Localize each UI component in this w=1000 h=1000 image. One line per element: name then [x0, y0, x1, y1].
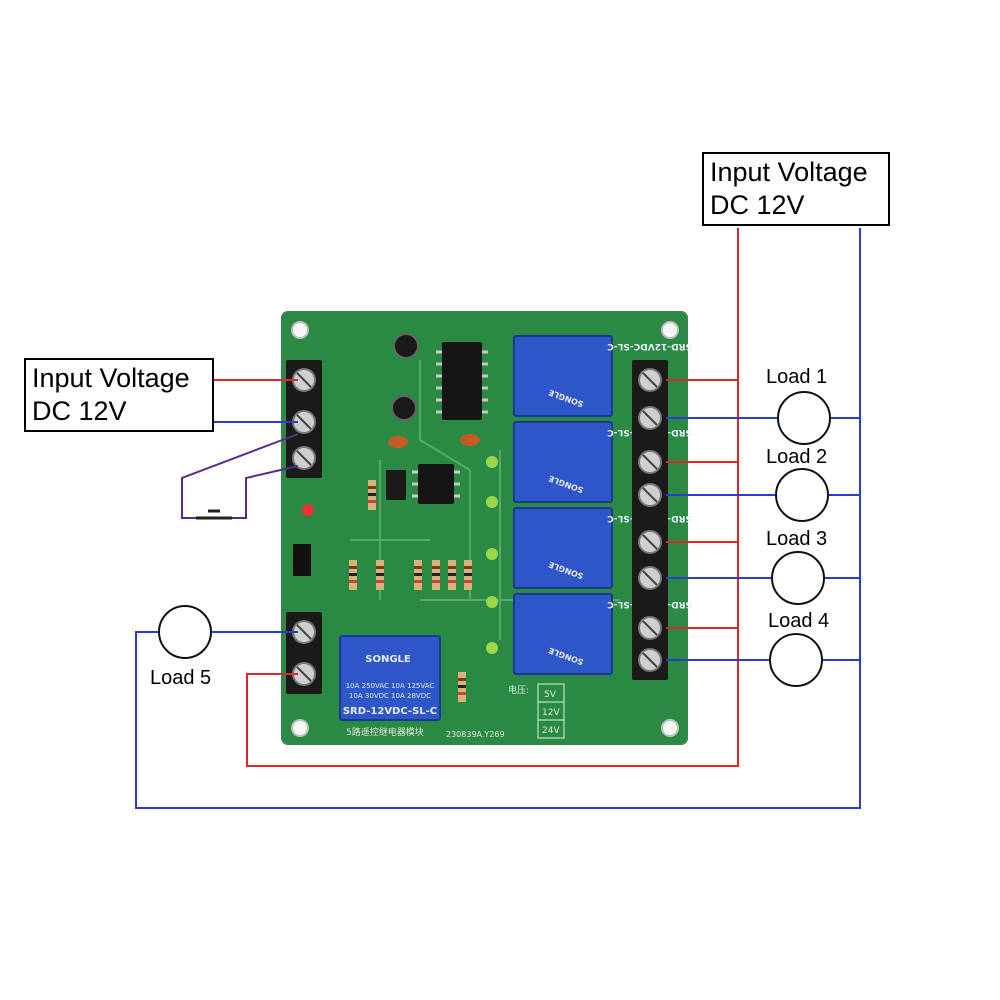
- terminal-block-input: [286, 360, 322, 478]
- svg-text:5V: 5V: [544, 690, 557, 700]
- status-leds: [302, 456, 498, 654]
- svg-text:10A 30VDC 10A 28VDC: 10A 30VDC 10A 28VDC: [349, 692, 431, 700]
- top-input-positive-wire: [246, 228, 739, 767]
- load-1-label: Load 1: [766, 366, 828, 388]
- top-input-voltage-line2: DC 12V: [710, 190, 805, 220]
- pcb-module-name: 5路遥控继电器模块: [346, 726, 424, 738]
- load-1-lamp: [777, 391, 831, 445]
- ic-chip-small: [412, 464, 460, 504]
- svg-text:SRD-12VDC-SL-C: SRD-12VDC-SL-C: [607, 341, 692, 351]
- left-input-voltage-line2: DC 12V: [32, 396, 127, 426]
- load-5-label: Load 5: [150, 667, 212, 689]
- jumper-header: [293, 544, 311, 576]
- top-input-voltage-label: Input Voltage DC 12V: [702, 152, 890, 226]
- resistors: [349, 480, 472, 702]
- ic-chip-large: [436, 342, 488, 420]
- left-input-voltage-line1: Input Voltage: [32, 363, 190, 393]
- switch-wire-b: [232, 465, 299, 519]
- terminal-block-load5: [286, 612, 322, 694]
- svg-text:10A 250VAC 10A 125VAC: 10A 250VAC 10A 125VAC: [346, 682, 435, 690]
- svg-text:12V: 12V: [542, 708, 560, 718]
- mounting-holes: [291, 321, 679, 737]
- terminal-block-loads: [632, 360, 668, 680]
- voltage-table: 电压: 5V 12V 24V: [508, 683, 565, 739]
- switch-wire-a: [181, 433, 299, 519]
- push-switch-icon: [196, 509, 232, 520]
- svg-text:SONGLE: SONGLE: [365, 654, 411, 665]
- svg-text:SRD-12VDC-SL-C: SRD-12VDC-SL-C: [343, 706, 437, 717]
- top-input-voltage-line1: Input Voltage: [710, 157, 868, 187]
- load-2-label: Load 2: [766, 446, 828, 468]
- load-3-lamp: [771, 551, 825, 605]
- capacitors: [388, 333, 480, 448]
- relay-5: SONGLE 10A 250VAC 10A 125VAC 10A 30VDC 1…: [339, 635, 441, 721]
- load-5-lamp: [158, 605, 212, 659]
- load-4-lamp: [769, 633, 823, 687]
- load-3-label: Load 3: [766, 528, 828, 550]
- load-4-label: Load 4: [768, 610, 830, 632]
- load-2-lamp: [775, 468, 829, 522]
- top-input-negative-wire: [135, 228, 861, 809]
- pcb-board-code: 230839A.Y269: [446, 730, 505, 739]
- left-input-voltage-label: Input Voltage DC 12V: [24, 358, 214, 432]
- svg-text:电压:: 电压:: [508, 684, 529, 696]
- svg-text:24V: 24V: [542, 726, 560, 736]
